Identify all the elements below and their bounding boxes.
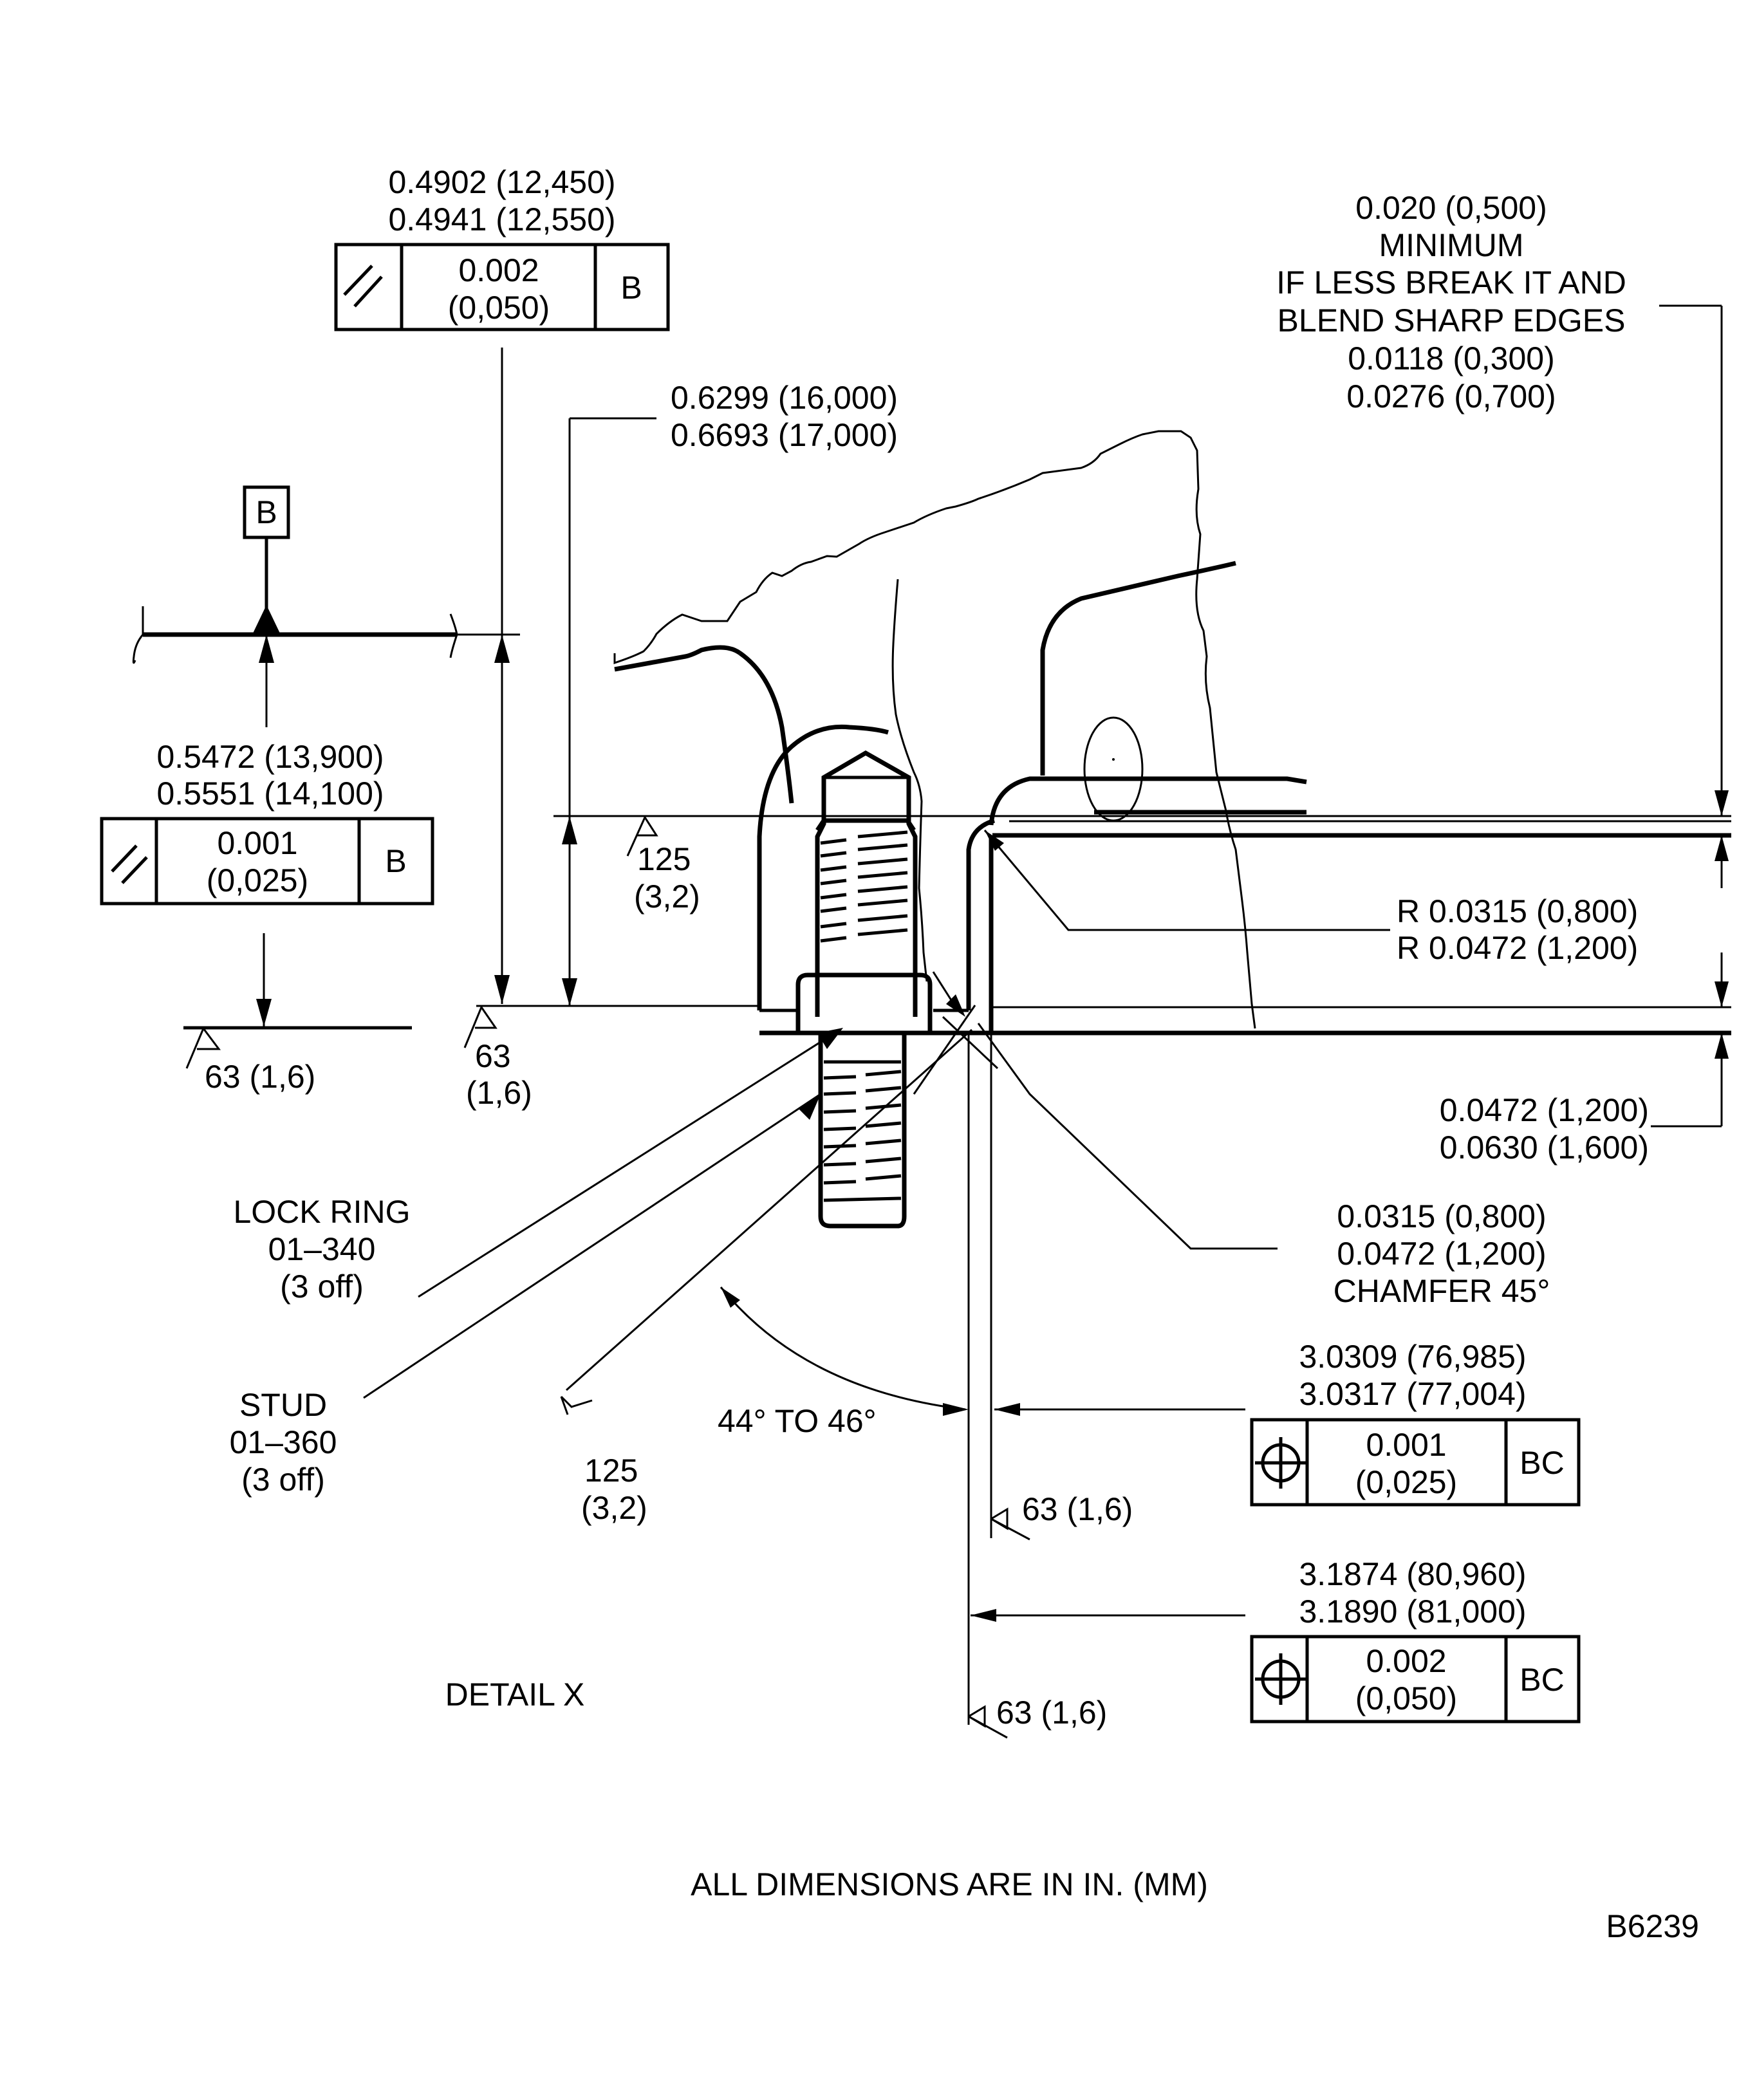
dim-text: 0.4941 (12,550) [388, 201, 615, 237]
svg-text:0.0118 (0,300): 0.0118 (0,300) [1348, 340, 1555, 376]
arrow-icon [971, 1609, 996, 1622]
svg-text:(3,2): (3,2) [581, 1490, 647, 1526]
surface-finish-right-1: 63 (1,6) [990, 1491, 1133, 1541]
datum-triangle-icon [252, 605, 281, 635]
sf-value: (1,6) [466, 1075, 532, 1111]
surface-finish-upper: 125 (3,2) [626, 815, 700, 915]
tolerance-mm: (0,050) [448, 290, 550, 326]
dim-text: 0.6693 (17,000) [671, 417, 898, 453]
svg-text:CHAMFER 45°: CHAMFER 45° [1334, 1273, 1550, 1309]
sf-value: 63 (1,6) [205, 1059, 315, 1095]
datum-b-symbol: B [243, 485, 290, 635]
units-note: ALL DIMENSIONS ARE IN IN. (MM) [691, 1866, 1208, 1902]
svg-text:MINIMUM: MINIMUM [1379, 227, 1524, 263]
svg-text:(3 off): (3 off) [280, 1268, 364, 1305]
chamfer-callout: 0.0315 (0,800) 0.0472 (1,200) CHAMFER 45… [932, 971, 1550, 1309]
parallelism-icon [343, 265, 383, 308]
svg-text:125: 125 [584, 1453, 638, 1489]
svg-text:0.0472 (1,200): 0.0472 (1,200) [1440, 1092, 1649, 1128]
tolerance-in: 0.001 [217, 825, 297, 861]
arrow-icon [256, 999, 272, 1027]
datum-ref: B [620, 270, 642, 306]
svg-text:3.1890 (81,000): 3.1890 (81,000) [1299, 1594, 1526, 1630]
svg-text:STUD: STUD [239, 1387, 327, 1423]
dim-height-upper: 0.6299 (16,000) 0.6693 (17,000) [562, 380, 898, 1006]
dim-text: 0.5551 (14,100) [156, 776, 384, 812]
surface-finish-left: 63 (1,6) [185, 1027, 315, 1095]
sf-value: (3,2) [634, 878, 700, 915]
lock-ring [795, 972, 933, 1033]
thread-marks [823, 1060, 902, 1202]
svg-text:63 (1,6): 63 (1,6) [996, 1695, 1107, 1731]
svg-text:(0,025): (0,025) [1355, 1464, 1457, 1500]
datum-ref: B [385, 843, 406, 879]
svg-text:63 (1,6): 63 (1,6) [1022, 1491, 1133, 1527]
edge-note: 0.020 (0,500) MINIMUM IF LESS BREAK IT A… [1276, 190, 1729, 888]
svg-text:01–340: 01–340 [268, 1231, 376, 1267]
svg-text:01–360: 01–360 [230, 1424, 337, 1460]
svg-text:0.0276 (0,700): 0.0276 (0,700) [1346, 378, 1556, 414]
datum-b-label: B [256, 494, 277, 530]
arrow-icon [494, 635, 510, 663]
lock-ring-callout: LOCK RING 01–340 (3 off) [233, 1028, 843, 1305]
svg-text:(0,050): (0,050) [1355, 1680, 1457, 1716]
position-icon [1255, 1437, 1306, 1489]
svg-text:0.001: 0.001 [1366, 1427, 1446, 1463]
arrow-icon [259, 635, 274, 663]
fcf-parallel-left: 0.5472 (13,900) 0.5551 (14,100) 0.001 (0… [100, 739, 434, 906]
arrow-icon [494, 975, 510, 1004]
figure-id: B6239 [1606, 1908, 1699, 1944]
svg-text:BC: BC [1520, 1445, 1564, 1481]
svg-text:LOCK RING: LOCK RING [233, 1194, 410, 1230]
svg-text:R 0.0472 (1,200): R 0.0472 (1,200) [1397, 930, 1638, 966]
sf-value: 125 [637, 841, 691, 877]
svg-text:3.0309 (76,985): 3.0309 (76,985) [1299, 1339, 1526, 1375]
position-icon [1255, 1653, 1306, 1705]
arrow-icon [994, 1403, 1020, 1416]
surface-finish-right-2: 63 (1,6) [968, 1695, 1107, 1739]
svg-text:R 0.0315 (0,800): R 0.0315 (0,800) [1397, 893, 1638, 929]
surface-finish-lower: 125 (3,2) [560, 1028, 972, 1526]
svg-text:BC: BC [1520, 1662, 1564, 1698]
svg-text:(3 off): (3 off) [241, 1462, 325, 1498]
tolerance-mm: (0,025) [207, 862, 308, 898]
detail-title: DETAIL X [445, 1677, 585, 1713]
dim-thickness: 0.0472 (1,200) 0.0630 (1,600) [1440, 952, 1729, 1166]
svg-text:0.0315 (0,800): 0.0315 (0,800) [1337, 1198, 1546, 1234]
svg-text:44° TO 46°: 44° TO 46° [718, 1403, 877, 1439]
stud-callout: STUD 01–360 (3 off) [230, 1093, 821, 1498]
svg-text:BLEND SHARP EDGES: BLEND SHARP EDGES [1278, 302, 1626, 339]
thread-marks [820, 830, 908, 943]
fcf-position-2: 3.1874 (80,960) 3.1890 (81,000) 0.002 (0… [1250, 1556, 1581, 1724]
dim-text: 0.6299 (16,000) [671, 380, 898, 416]
tolerance-in: 0.002 [458, 252, 539, 288]
dim-text: 0.4902 (12,450) [388, 164, 615, 200]
radius-callout: R 0.0315 (0,800) R 0.0472 (1,200) [983, 830, 1638, 966]
surface-finish-mid: 63 (1,6) [463, 1005, 532, 1111]
svg-text:3.1874 (80,960): 3.1874 (80,960) [1299, 1556, 1526, 1592]
svg-text:0.0472 (1,200): 0.0472 (1,200) [1337, 1236, 1546, 1272]
svg-text:0.0630 (1,600): 0.0630 (1,600) [1440, 1129, 1649, 1166]
parallelism-icon [111, 844, 148, 884]
fcf-parallel-top: 0.4902 (12,450) 0.4941 (12,550) 0.002 (0… [334, 164, 670, 331]
svg-text:3.0317 (77,004): 3.0317 (77,004) [1299, 1376, 1526, 1412]
sf-value: 63 [475, 1038, 511, 1074]
fcf-position-1: 3.0309 (76,985) 3.0317 (77,004) 0.001 (0… [1250, 1339, 1581, 1507]
svg-text:IF LESS BREAK IT AND: IF LESS BREAK IT AND [1276, 265, 1626, 301]
part-geometry [613, 430, 1731, 1229]
svg-text:0.002: 0.002 [1366, 1643, 1446, 1679]
datum-surface-line [132, 606, 520, 664]
angle-dimension: 44° TO 46° [718, 1287, 969, 1439]
svg-text:0.020 (0,500): 0.020 (0,500) [1355, 190, 1547, 226]
stud-lower [818, 1033, 907, 1229]
dim-text: 0.5472 (13,900) [156, 739, 384, 775]
